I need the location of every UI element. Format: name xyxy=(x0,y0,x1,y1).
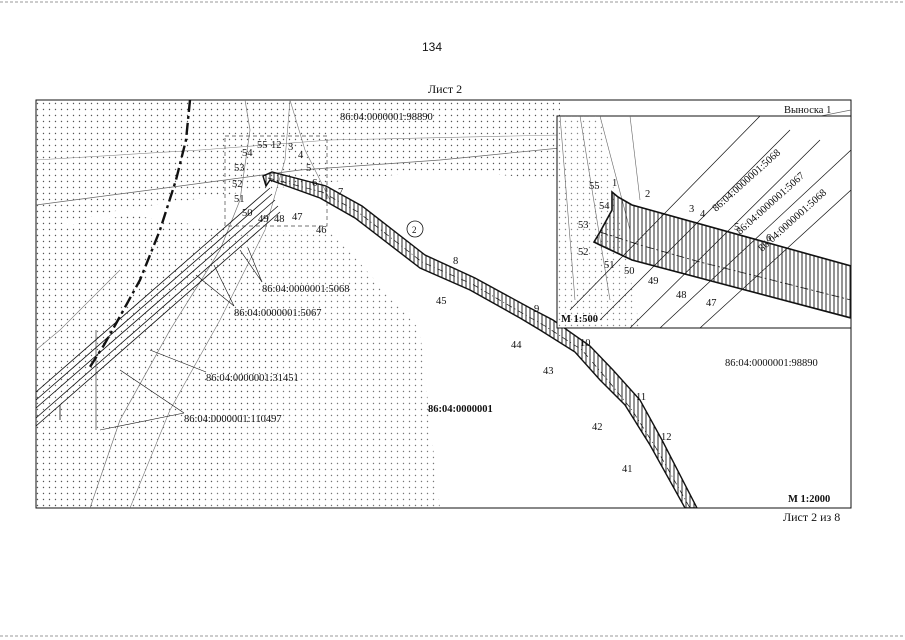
inset-route-strip xyxy=(592,190,851,319)
heavy-boundary-line xyxy=(86,100,192,371)
page-number: 134 xyxy=(422,40,443,54)
zone-marker-circle xyxy=(406,220,424,238)
dotted-area-top xyxy=(36,100,560,230)
point-label-41: 41 xyxy=(622,464,633,475)
point-label-42: 42 xyxy=(592,422,603,433)
inset-point-5: 5 xyxy=(734,222,739,233)
point-label-49: 49 xyxy=(258,214,269,225)
inset-point-55: 55 xyxy=(589,181,600,192)
inset-callout-box xyxy=(224,135,328,227)
parcel-label-31451: 86:04:0000001:31451 xyxy=(206,373,299,384)
point-label-43: 43 xyxy=(543,366,554,377)
inset-point-2: 2 xyxy=(645,189,650,200)
inset-point-53: 53 xyxy=(578,220,589,231)
dotted-area-middle xyxy=(200,230,440,508)
point-label-5: 5 xyxy=(306,163,311,174)
point-label-51: 51 xyxy=(234,194,245,205)
parcel-label-5068: 86:04:0000001:5068 xyxy=(262,284,350,295)
inset-title: Выноска 1 xyxy=(784,105,831,116)
inset-point-47: 47 xyxy=(706,298,717,309)
point-label-11: 11 xyxy=(636,392,646,403)
inset-point-52: 52 xyxy=(578,247,589,258)
sheet-footer: Лист 2 из 8 xyxy=(783,510,841,524)
point-label-8: 8 xyxy=(453,256,458,267)
inset-point-3: 3 xyxy=(689,204,694,215)
point-label-55: 55 xyxy=(257,140,268,151)
main-scale: М 1:2000 xyxy=(788,494,830,505)
point-label-3: 3 xyxy=(288,142,293,153)
point-label-48: 48 xyxy=(274,214,285,225)
point-label-9: 9 xyxy=(534,304,539,315)
point-label-4: 4 xyxy=(298,150,304,161)
point-label-44: 44 xyxy=(511,340,522,351)
inset-point-51: 51 xyxy=(604,260,615,271)
inset-point-49: 49 xyxy=(648,276,659,287)
inset-body xyxy=(557,116,851,328)
point-label-12b: 12 xyxy=(661,432,672,443)
point-label-47: 47 xyxy=(292,212,303,223)
point-label-6: 6 xyxy=(312,178,317,189)
parcel-label-98890: 86:04:0000001:98890 xyxy=(340,112,433,123)
parcel-label-110497: 86:04:0000001:110497 xyxy=(184,414,282,425)
inset-outside-parcel: 86:04:0000001:98890 xyxy=(725,358,818,369)
parcel-label-5067: 86:04:0000001:5067 xyxy=(234,308,322,319)
inset-point-6: 6 xyxy=(766,233,771,244)
zone-marker-number: 2 xyxy=(412,225,417,235)
point-label-12: 12 xyxy=(271,140,282,151)
inset-point-54: 54 xyxy=(599,201,610,212)
point-label-45: 45 xyxy=(436,296,447,307)
point-label-52: 52 xyxy=(232,179,243,190)
point-label-53: 53 xyxy=(234,163,245,174)
inset-point-48: 48 xyxy=(676,290,687,301)
point-label-50: 50 xyxy=(242,208,253,219)
point-label-46: 46 xyxy=(316,225,327,236)
main-labels: 86:04:0000001:98890 55 12 3 4 5 6 7 54 5… xyxy=(184,112,830,505)
inset-point-1: 1 xyxy=(612,178,617,189)
point-label-54: 54 xyxy=(242,148,253,159)
inset-point-50: 50 xyxy=(624,266,635,277)
quarter-label: 86:04:0000001 xyxy=(428,404,493,415)
route-strip xyxy=(262,171,698,508)
inset-scale: М 1:500 xyxy=(561,314,598,325)
sheet-title: Лист 2 xyxy=(428,82,463,96)
inset-point-4: 4 xyxy=(700,209,706,220)
point-label-7: 7 xyxy=(338,187,343,198)
point-label-10: 10 xyxy=(580,338,591,349)
